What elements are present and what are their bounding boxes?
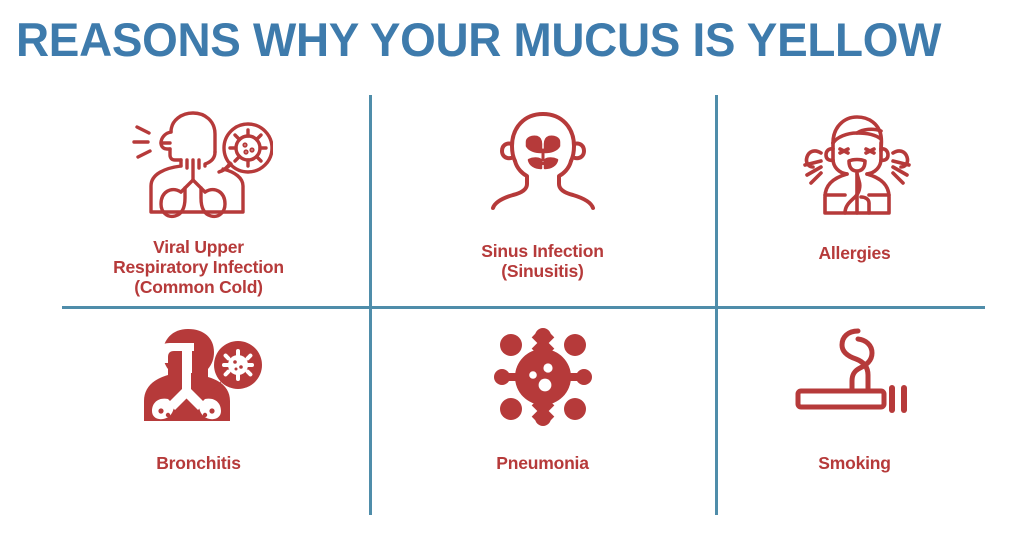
reason-cell-bronchitis: Bronchitis xyxy=(28,323,369,473)
reason-label: Sinus Infection (Sinusitis) xyxy=(481,241,604,281)
reason-label: Bronchitis xyxy=(156,453,241,473)
reasons-grid: Viral Upper Respiratory Infection (Commo… xyxy=(0,95,1024,515)
reason-label: Pneumonia xyxy=(496,453,589,473)
reason-label: Viral Upper Respiratory Infection (Commo… xyxy=(113,237,284,297)
icon-container xyxy=(479,107,607,225)
icon-container xyxy=(134,323,264,435)
silhouette-head-lungs-virus-icon xyxy=(134,327,264,432)
icon-container xyxy=(491,323,595,435)
reason-cell-viral-upper-respiratory-infection: Viral Upper Respiratory Infection (Commo… xyxy=(28,107,369,297)
reason-cell-smoking: Smoking xyxy=(684,323,1024,473)
virus-icon xyxy=(491,325,595,434)
vertical-divider-left xyxy=(369,95,372,515)
icon-container xyxy=(791,107,919,225)
horizontal-divider xyxy=(62,306,985,309)
page-title: REASONS WHY YOUR MUCUS IS YELLOW xyxy=(16,13,942,66)
reason-cell-allergies: Allergies xyxy=(684,107,1024,263)
icon-container xyxy=(794,323,916,435)
reason-cell-sinus-infection: Sinus Infection (Sinusitis) xyxy=(372,107,713,281)
reason-label: Allergies xyxy=(818,243,891,263)
vertical-divider-right xyxy=(715,95,718,515)
reason-label: Smoking xyxy=(818,453,891,473)
sneezing-person-icon xyxy=(791,109,919,224)
head-sinus-cavities-icon xyxy=(479,110,607,223)
icon-container xyxy=(125,107,274,225)
cigarette-smoke-icon xyxy=(794,327,916,432)
reason-cell-pneumonia: Pneumonia xyxy=(372,323,713,473)
coughing-person-lungs-virus-icon xyxy=(125,108,274,225)
